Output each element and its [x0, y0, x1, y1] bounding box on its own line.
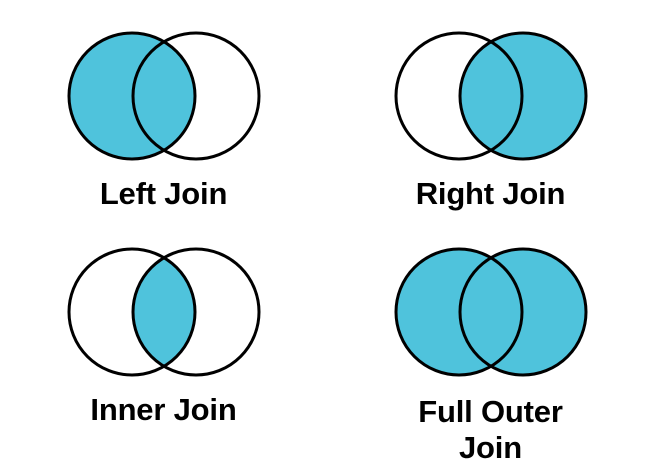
venn-panel-left-join: Left Join: [0, 0, 327, 222]
right-set-outline: [131, 31, 260, 161]
overlap-lens: [459, 249, 522, 375]
venn-figure-right-join: [394, 31, 587, 161]
right-set-outline: [458, 247, 587, 377]
overlap-lens: [132, 249, 195, 375]
right-set-outline: [131, 247, 260, 377]
venn-label-inner-join: Inner Join: [90, 392, 237, 427]
venn-figure-left-join: [67, 31, 260, 161]
venn-panel-inner-join: Inner Join: [0, 222, 327, 474]
venn-figure-inner-join: [67, 247, 260, 377]
right-set-outline: [458, 31, 587, 161]
left-set-outline: [394, 247, 523, 377]
venn-figure-full-outer-join: [394, 247, 587, 377]
venn-label-left-join: Left Join: [99, 176, 228, 211]
left-set-outline: [67, 247, 196, 377]
left-set-outline: [67, 31, 196, 161]
overlap-lens: [132, 33, 195, 159]
venn-panel-full-outer-join: Full Outer Join: [327, 222, 654, 474]
venn-panel-right-join: Right Join: [327, 0, 654, 222]
venn-label-right-join: Right Join: [415, 176, 566, 211]
left-set-outline: [394, 31, 523, 161]
venn-label-full-outer-join: Full Outer Join: [418, 394, 563, 465]
overlap-lens: [459, 33, 522, 159]
